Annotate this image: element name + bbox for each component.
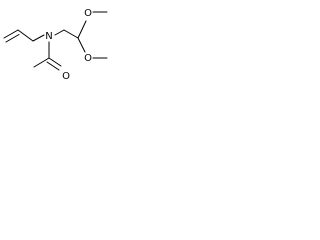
acetal-to-top-oxygen-bond (77, 20, 87, 39)
allyl-chain-bond (17, 29, 34, 42)
carbonyl-double-bond-line-2 (46, 61, 60, 71)
methylene-to-acetal-carbon-bond (63, 29, 79, 39)
carbonyl-double-bond-line-1 (48, 57, 62, 67)
methoxy-oxygen-bottom-label: O (84, 53, 92, 64)
nitrogen-label: N (45, 31, 52, 42)
structural-formula-canvas: N O O O (0, 0, 111, 89)
allyl-to-nitrogen-bond (32, 34, 45, 42)
methoxy-oxygen-top-label: O (84, 8, 92, 19)
acetal-to-bottom-oxygen-bond (77, 37, 86, 53)
allyl-terminal-double-bond-second-line (5, 34, 20, 43)
molecule-drawing: N O O O (3, 8, 108, 82)
nitrogen-to-methylene-bond (54, 29, 65, 36)
carbonyl-oxygen-label: O (62, 71, 70, 82)
allyl-terminal-double-bond (3, 29, 19, 39)
carbonyl-to-methyl-bond (33, 57, 50, 68)
